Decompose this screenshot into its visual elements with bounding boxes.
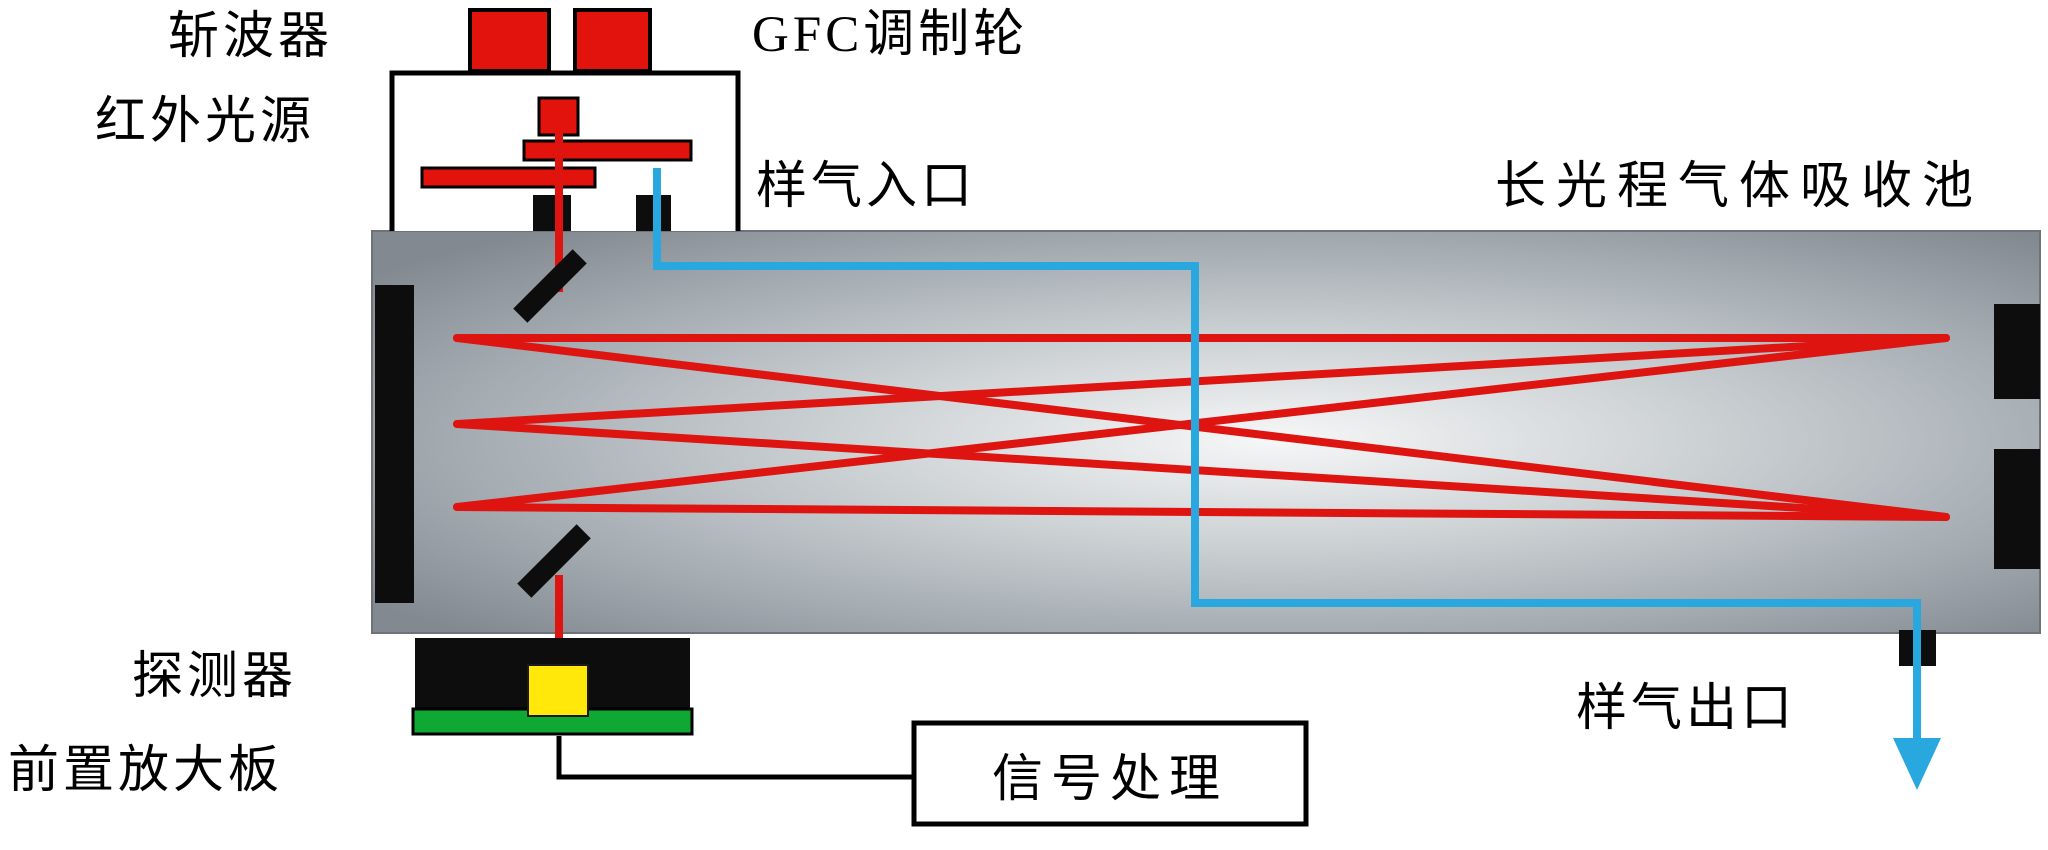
gas-outlet-arrow [1893, 738, 1941, 790]
label-gas-outlet: 样气出口 [1576, 681, 1797, 737]
gfc-wheel-cell-right [573, 8, 652, 73]
label-preamp-board: 前置放大板 [8, 743, 284, 799]
label-absorption-cell: 长光程气体吸收池 [1495, 159, 1984, 215]
gfc-wheel-cell-left [468, 8, 551, 73]
beam-4 [453, 420, 1950, 521]
beam-5 [453, 334, 1950, 511]
label-gas-inlet: 样气入口 [756, 159, 977, 215]
label-signal-processing: 信号处理 [991, 751, 1228, 808]
multipass-beams [453, 334, 1950, 521]
detector-element [527, 664, 589, 717]
label-gfc-wheel: GFC调制轮 [752, 7, 1029, 63]
left-mirror [375, 285, 414, 603]
sample-gas-path [653, 168, 1921, 742]
signal-wire [556, 736, 914, 780]
signal-processing-box [911, 720, 1309, 827]
beam-aperture [533, 195, 571, 231]
label-ir-source: 红外光源 [95, 94, 316, 150]
label-detector: 探测器 [132, 649, 298, 705]
exit-fold-mirror [517, 524, 591, 598]
beam-6 [453, 503, 1950, 521]
gfc-wheel-blade [522, 139, 693, 162]
label-chopper: 斩波器 [168, 9, 334, 65]
beam-2 [453, 334, 1950, 521]
right-mirror-top [1994, 304, 2040, 399]
entry-fold-mirror [513, 249, 587, 323]
ir-source-element [537, 96, 580, 137]
chopper-blade [420, 166, 597, 189]
right-mirror-bottom [1994, 449, 2040, 569]
beam-3 [453, 334, 1950, 428]
